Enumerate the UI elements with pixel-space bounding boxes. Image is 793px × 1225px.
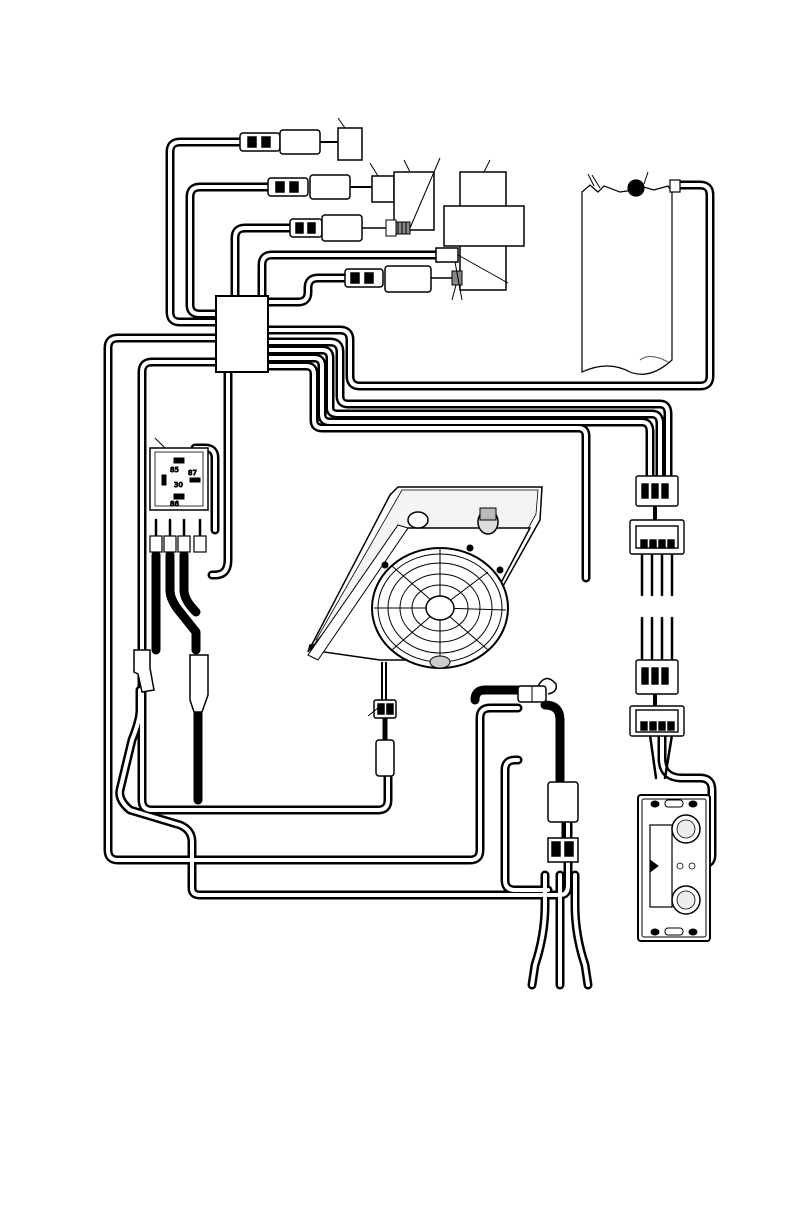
reservoir-tank — [582, 172, 680, 374]
power-connector — [548, 782, 578, 862]
fan-connector — [368, 662, 396, 776]
junction-box — [216, 296, 268, 372]
radiator-fan-assembly — [308, 487, 542, 668]
relay-pin-85: 85 — [170, 466, 179, 474]
connector-4 — [345, 266, 462, 300]
sensor-module — [436, 160, 524, 290]
relay-pin-87: 87 — [188, 469, 197, 477]
harness-connector-lower — [630, 660, 684, 736]
connector-3 — [290, 215, 388, 241]
controller-display — [638, 795, 710, 941]
relay-pin-86: 86 — [170, 500, 179, 508]
inline-fuse-holder — [518, 678, 556, 702]
connector-1 — [240, 118, 362, 160]
relay-pin-30: 30 — [174, 481, 183, 489]
harness-connector-upper — [630, 476, 684, 554]
